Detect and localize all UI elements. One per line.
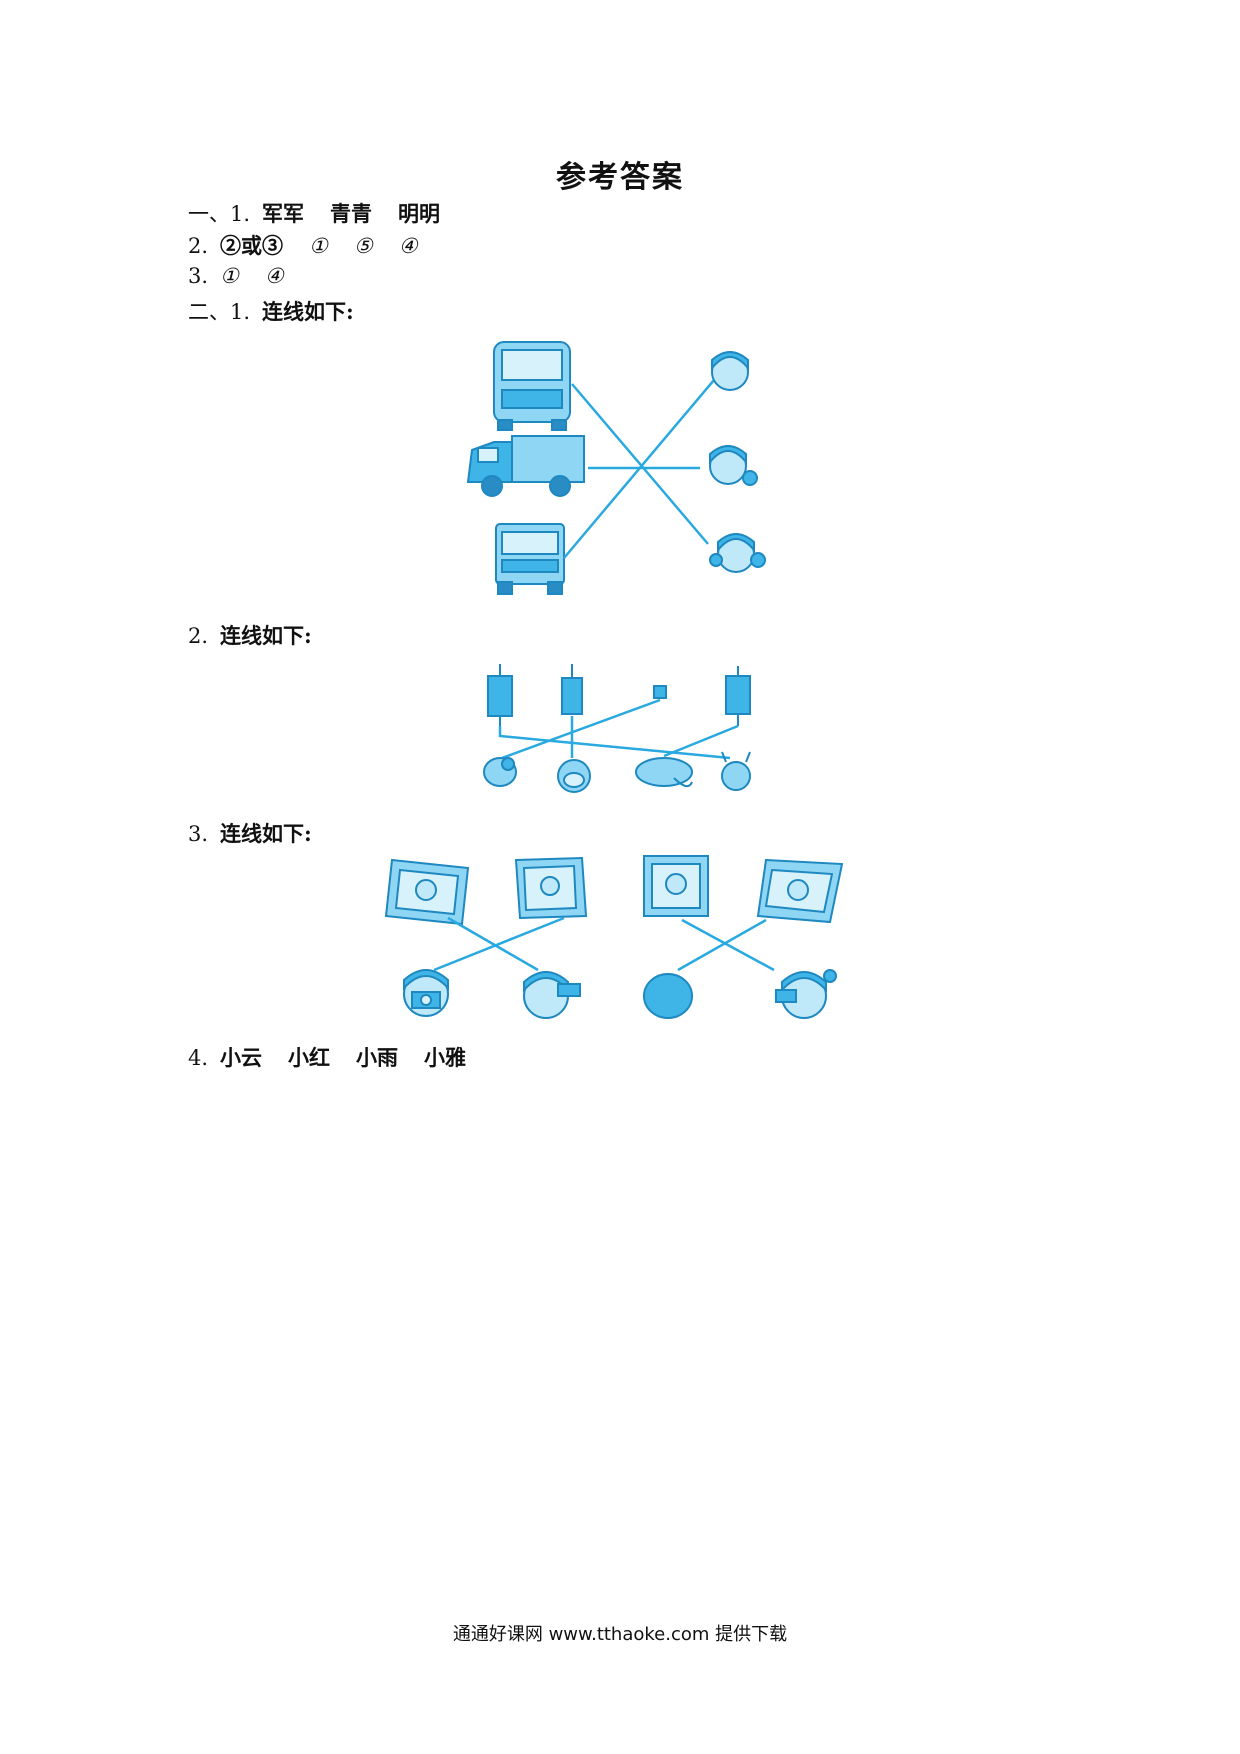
question-number: 4.	[188, 1046, 209, 1070]
figure-animals-matching	[483, 664, 751, 793]
answer-2: 小红	[288, 1045, 331, 1070]
answer-label: 连线如下:	[220, 821, 312, 846]
answer-3: ⑤	[353, 234, 373, 258]
matching-lines	[433, 916, 775, 972]
question-number: 2.	[188, 234, 209, 258]
answer-line-1-3: 3. ① ④	[188, 263, 284, 288]
answer-1: 小云	[220, 1045, 263, 1070]
figure-photos-matching	[384, 855, 844, 1019]
elephant-image	[635, 757, 693, 788]
answer-label: 连线如下:	[220, 623, 312, 648]
answer-3: 小雨	[356, 1045, 399, 1070]
question-number: 3.	[188, 264, 209, 288]
answer-line-1-1: 一、1. 军军青青明明	[188, 198, 440, 228]
bus-front-image	[493, 341, 571, 431]
girl-bow-camera-image	[775, 969, 837, 1019]
answer-2: 青青	[330, 201, 373, 226]
truck-front-image	[495, 523, 565, 595]
answer-1: ②或③	[220, 233, 284, 258]
monkey-image	[557, 759, 591, 793]
answer-1: 军军	[262, 201, 305, 226]
tall-box-1-image	[487, 664, 513, 726]
answer-line-1-2: 2. ②或③ ① ⑤ ④	[188, 230, 418, 260]
answer-3: 明明	[398, 201, 441, 226]
question-number: 3.	[188, 822, 209, 846]
deer-image	[721, 751, 751, 791]
figure-vehicles-matching	[466, 341, 766, 595]
answer-line-2-1: 二、1. 连线如下:	[188, 296, 354, 326]
small-box-image	[653, 685, 667, 699]
matching-lines	[563, 379, 715, 559]
truck-side-image	[466, 435, 585, 497]
boy-face-image	[711, 351, 749, 391]
answer-label: 连线如下:	[262, 299, 354, 324]
answer-1: ①	[220, 264, 239, 288]
answer-4: 小雅	[424, 1045, 467, 1070]
tall-box-3-image	[725, 666, 751, 726]
child-back-image	[643, 973, 693, 1019]
answer-line-2-2: 2. 连线如下:	[188, 620, 312, 650]
answer-line-2-4: 4. 小云小红小雨小雅	[188, 1042, 466, 1072]
page-title: 参考答案	[556, 160, 684, 195]
question-number: 一、1.	[188, 202, 251, 226]
photo-frame-1-image	[384, 858, 470, 926]
answer-line-2-3: 3. 连线如下:	[188, 818, 312, 848]
photo-frame-2-image	[514, 856, 588, 920]
bird-image	[483, 757, 517, 787]
answer-4: ④	[398, 234, 418, 258]
page-footer: 通通好课网 www.tthaoke.com 提供下载	[452, 1624, 788, 1645]
photo-frame-4-image	[756, 858, 844, 924]
girl-pigtails-face-image	[709, 533, 766, 573]
photo-frame-3-image	[643, 855, 709, 917]
girl-face-image	[709, 445, 758, 486]
boy-camera-image	[403, 969, 449, 1017]
question-number: 2.	[188, 624, 209, 648]
answer-2: ①	[309, 234, 328, 258]
answer-2: ④	[264, 264, 284, 288]
girl-camera-image	[523, 971, 581, 1019]
matching-lines	[498, 698, 739, 760]
question-number: 二、1.	[188, 300, 251, 324]
tall-box-2-image	[561, 664, 583, 715]
